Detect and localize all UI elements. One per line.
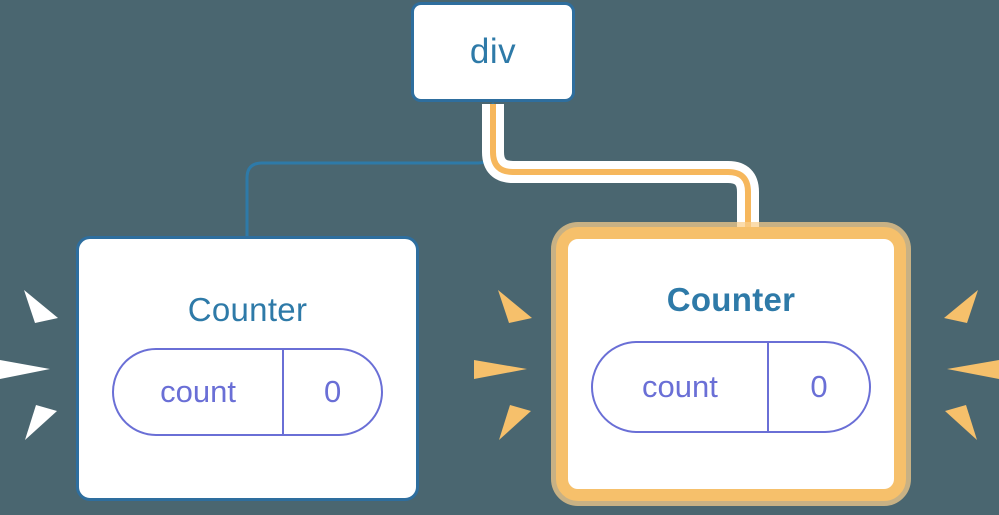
prop-value-label: 0 [810,369,828,404]
spark-group-right-box-left [474,290,532,440]
node-counter-right-label: Counter [666,281,796,318]
prop-key-label: count [593,343,769,431]
prop-pill-count-left[interactable]: count 0 [112,348,383,436]
spark-ray [947,360,999,379]
node-counter-left-label: Counter [187,291,308,328]
node-counter-left[interactable]: Counter count 0 [76,236,419,501]
prop-value-label: 0 [323,374,342,409]
spark-ray [498,290,532,323]
spark-group-right-box-right [944,290,999,440]
edge-div-to-counter-left [245,102,495,238]
node-div-label: div [469,32,517,71]
spark-ray [474,360,527,379]
spark-ray [945,405,977,440]
spark-ray [944,290,978,323]
spark-ray [499,405,531,440]
edge-halo-div-to-counter-right [482,104,759,232]
spark-group-left-outer [0,290,58,440]
node-div[interactable]: div [411,2,575,102]
spark-ray [24,290,58,323]
spark-ray [25,405,57,440]
edge-div-to-counter-right [490,104,751,232]
spark-ray [0,360,50,379]
prop-key-label: count [114,350,285,434]
prop-pill-count-right[interactable]: count 0 [591,341,871,433]
node-counter-right[interactable]: Counter count 0 [556,227,906,501]
